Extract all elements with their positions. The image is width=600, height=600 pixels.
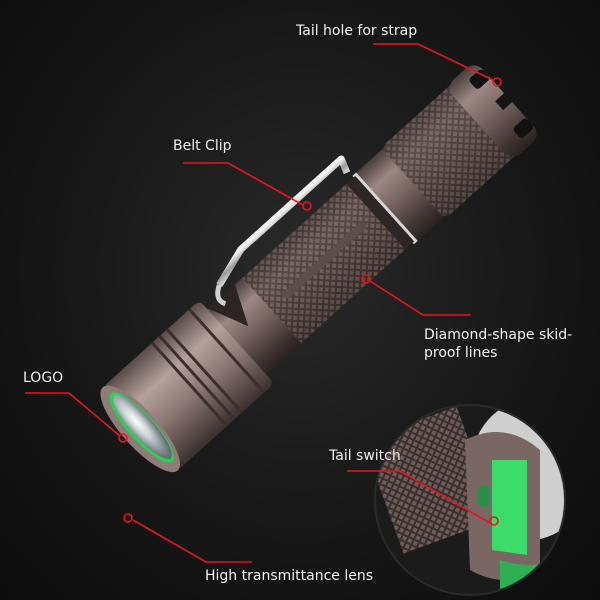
callout-tail-hole: Tail hole for strap bbox=[296, 23, 418, 39]
callout-skid-lines: Diamond-shape skid-proof lines bbox=[424, 327, 573, 361]
callout-tail-switch: Tail switch bbox=[329, 448, 401, 464]
callout-lines bbox=[25, 43, 502, 563]
callout-belt-clip: Belt Clip bbox=[173, 138, 232, 154]
callout-logo: LOGO bbox=[23, 370, 64, 386]
tail-switch-inset bbox=[375, 405, 565, 595]
callout-lens: High transmittance lens bbox=[205, 568, 374, 584]
